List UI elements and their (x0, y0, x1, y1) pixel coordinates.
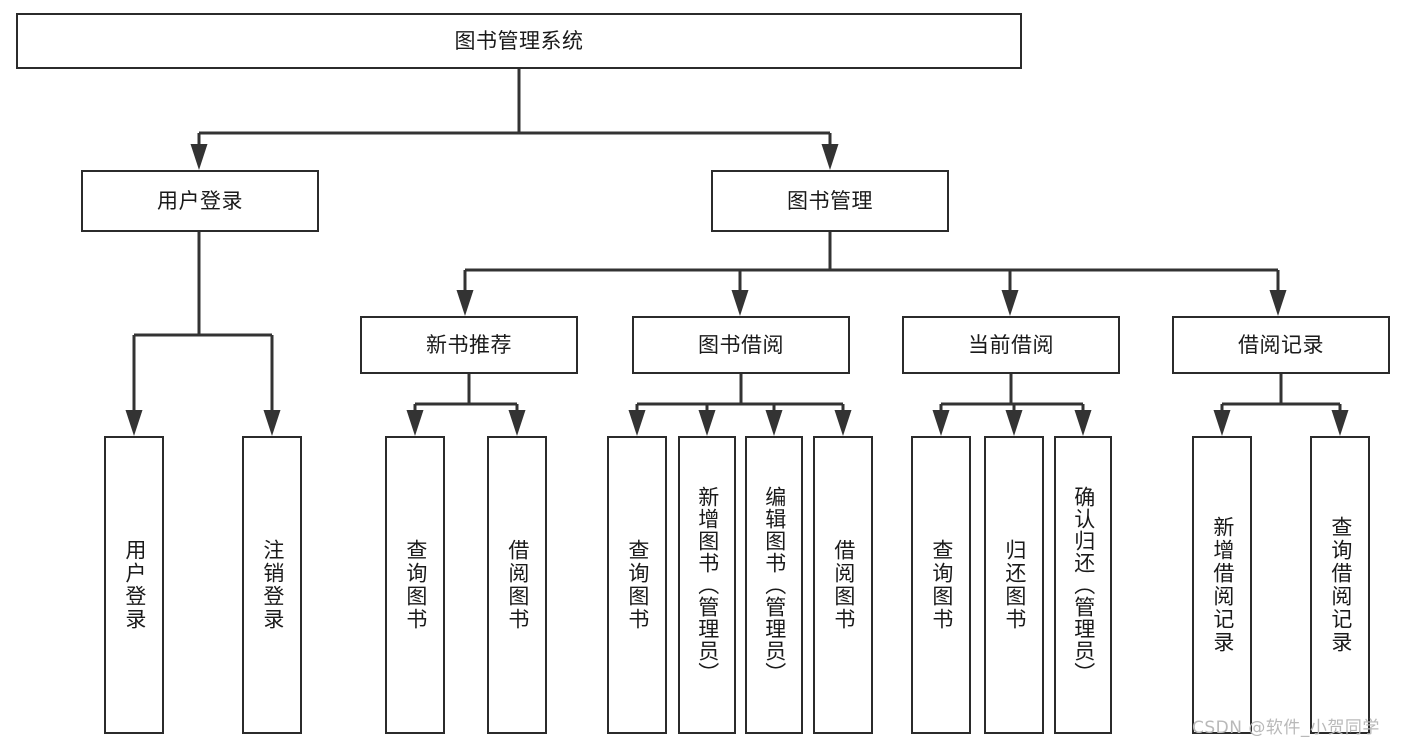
node-label: 查询借阅记录 (1328, 516, 1353, 654)
node-leaf-borrow-edit-book[interactable]: 编辑图书（管理员） (745, 436, 803, 734)
node-label: 查询图书 (403, 539, 428, 631)
node-label: 借阅图书 (831, 539, 856, 631)
arrowhead-8 (406, 410, 424, 436)
node-leaf-user-logout[interactable]: 注销登录 (242, 436, 302, 734)
node-label: 借阅记录 (1238, 332, 1324, 357)
arrowhead-2 (456, 290, 474, 316)
node-borrow-record[interactable]: 借阅记录 (1172, 316, 1390, 374)
arrowhead-16 (1074, 410, 1092, 436)
node-book-borrow[interactable]: 图书借阅 (632, 316, 850, 374)
node-label: 查询图书 (929, 539, 954, 631)
arrowhead-9 (508, 410, 526, 436)
arrowhead-12 (765, 410, 783, 436)
node-book-manage[interactable]: 图书管理 (711, 170, 949, 232)
arrowhead-5 (1269, 290, 1287, 316)
node-label: 新增借阅记录 (1210, 516, 1235, 654)
arrowhead-13 (834, 410, 852, 436)
arrowhead-1 (821, 144, 839, 170)
node-leaf-borrow-lend-book[interactable]: 借阅图书 (813, 436, 873, 734)
node-leaf-cur-confirm-return[interactable]: 确认归还（管理员） (1054, 436, 1112, 734)
node-label: 查询图书 (625, 539, 650, 631)
node-label: 注销登录 (260, 539, 285, 631)
node-leaf-borrow-add-book[interactable]: 新增图书（管理员） (678, 436, 736, 734)
arrowhead-4 (1001, 290, 1019, 316)
node-label: 归还图书 (1002, 539, 1027, 631)
node-label: 当前借阅 (968, 332, 1054, 357)
arrowhead-3 (731, 290, 749, 316)
arrowhead-15 (1005, 410, 1023, 436)
arrowhead-18 (1331, 410, 1349, 436)
node-root[interactable]: 图书管理系统 (16, 13, 1022, 69)
node-label: 借阅图书 (505, 539, 530, 631)
node-user-login[interactable]: 用户登录 (81, 170, 319, 232)
arrowheads (125, 144, 1349, 436)
node-label: 编辑图书（管理员） (762, 486, 787, 684)
arrowhead-11 (698, 410, 716, 436)
arrowhead-6 (125, 410, 143, 436)
arrowhead-0 (190, 144, 208, 170)
node-leaf-rec-query-book[interactable]: 查询图书 (385, 436, 445, 734)
node-leaf-cur-return-book[interactable]: 归还图书 (984, 436, 1044, 734)
node-label: 确认归还（管理员） (1071, 486, 1096, 684)
node-label: 新增图书（管理员） (695, 486, 720, 684)
node-leaf-rec-add-record[interactable]: 新增借阅记录 (1192, 436, 1252, 734)
node-leaf-rec-borrow-book[interactable]: 借阅图书 (487, 436, 547, 734)
node-label: 图书借阅 (698, 332, 784, 357)
arrowhead-17 (1213, 410, 1231, 436)
node-leaf-cur-query-book[interactable]: 查询图书 (911, 436, 971, 734)
node-label: 新书推荐 (426, 332, 512, 357)
node-label: 用户登录 (157, 188, 243, 213)
node-leaf-borrow-query-book[interactable]: 查询图书 (607, 436, 667, 734)
arrowhead-14 (932, 410, 950, 436)
arrowhead-7 (263, 410, 281, 436)
node-label: 图书管理 (787, 188, 873, 213)
node-label: 图书管理系统 (454, 28, 584, 53)
node-leaf-user-login[interactable]: 用户登录 (104, 436, 164, 734)
node-current-borrow[interactable]: 当前借阅 (902, 316, 1120, 374)
node-label: 用户登录 (122, 539, 147, 631)
node-new-book-rec[interactable]: 新书推荐 (360, 316, 578, 374)
arrowhead-10 (628, 410, 646, 436)
node-leaf-rec-query-record[interactable]: 查询借阅记录 (1310, 436, 1370, 734)
